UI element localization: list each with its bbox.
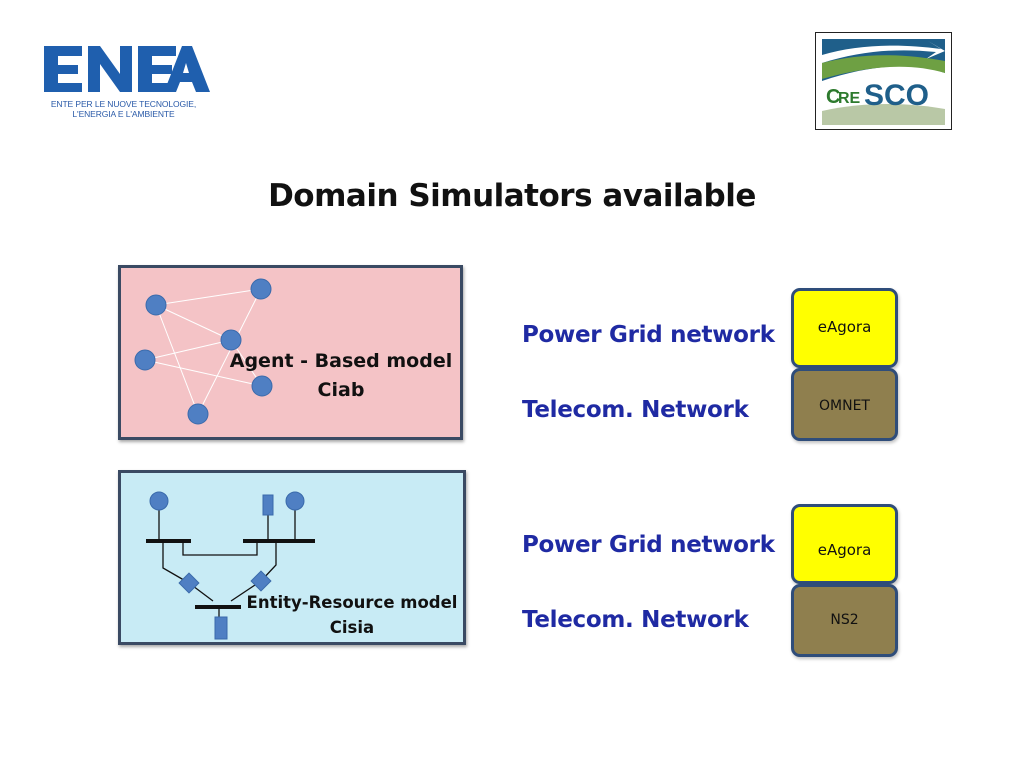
entity-resource-model-label: Entity-Resource model Cisia <box>243 590 461 640</box>
svg-text:SCO: SCO <box>864 79 929 112</box>
switch-node <box>250 570 272 592</box>
model-code: Ciab <box>317 379 365 401</box>
network-label-power-grid: Power Grid network <box>522 532 775 558</box>
network-label-telecom: Telecom. Network <box>522 607 749 633</box>
page-title: Domain Simulators available <box>268 178 756 214</box>
enea-logo-mark <box>44 46 210 92</box>
agent-based-model-box <box>118 265 463 440</box>
agent-node <box>187 403 209 425</box>
simulator-label: eAgora <box>817 541 872 559</box>
generator-node <box>149 491 169 511</box>
simulator-label: OMNET <box>819 398 870 414</box>
simulator-eagora-box: eAgora <box>791 288 898 368</box>
network-label-telecom: Telecom. Network <box>522 397 749 423</box>
agent-node <box>220 329 242 351</box>
svg-text:RE: RE <box>838 90 861 107</box>
load-node <box>214 616 228 640</box>
svg-text:C: C <box>826 86 840 108</box>
power-grid-diagram <box>146 491 315 640</box>
simulator-ns2-box: NS2 <box>791 584 898 657</box>
simulator-omnet-box: OMNET <box>791 368 898 441</box>
enea-tagline-line1: ENTE PER LE NUOVE TECNOLOGIE, <box>50 99 197 109</box>
simulator-label: NS2 <box>830 612 859 628</box>
agent-node <box>250 278 272 300</box>
entity-resource-model-box <box>118 470 466 645</box>
switch-node <box>178 572 200 594</box>
network-label-power-grid: Power Grid network <box>522 322 775 348</box>
agent-node <box>251 375 273 397</box>
load-node <box>262 494 274 516</box>
simulator-label: eAgora <box>817 318 872 336</box>
model-name: Entity-Resource model <box>246 593 458 612</box>
agent-network-diagram <box>134 278 273 425</box>
model-code: Cisia <box>329 618 375 637</box>
enea-tagline-line2: L'ENERGIA E L'AMBIENTE <box>72 109 175 119</box>
simulator-eagora-box: eAgora <box>791 504 898 584</box>
model-name: Agent - Based model <box>229 350 453 372</box>
cresco-logo: C RE SCO <box>815 32 952 130</box>
agent-based-model-label: Agent - Based model Ciab <box>228 347 454 405</box>
generator-node <box>285 491 305 511</box>
agent-node <box>145 294 167 316</box>
enea-logo: ENTE PER LE NUOVE TECNOLOGIE, L'ENERGIA … <box>36 40 211 120</box>
agent-node <box>134 349 156 371</box>
